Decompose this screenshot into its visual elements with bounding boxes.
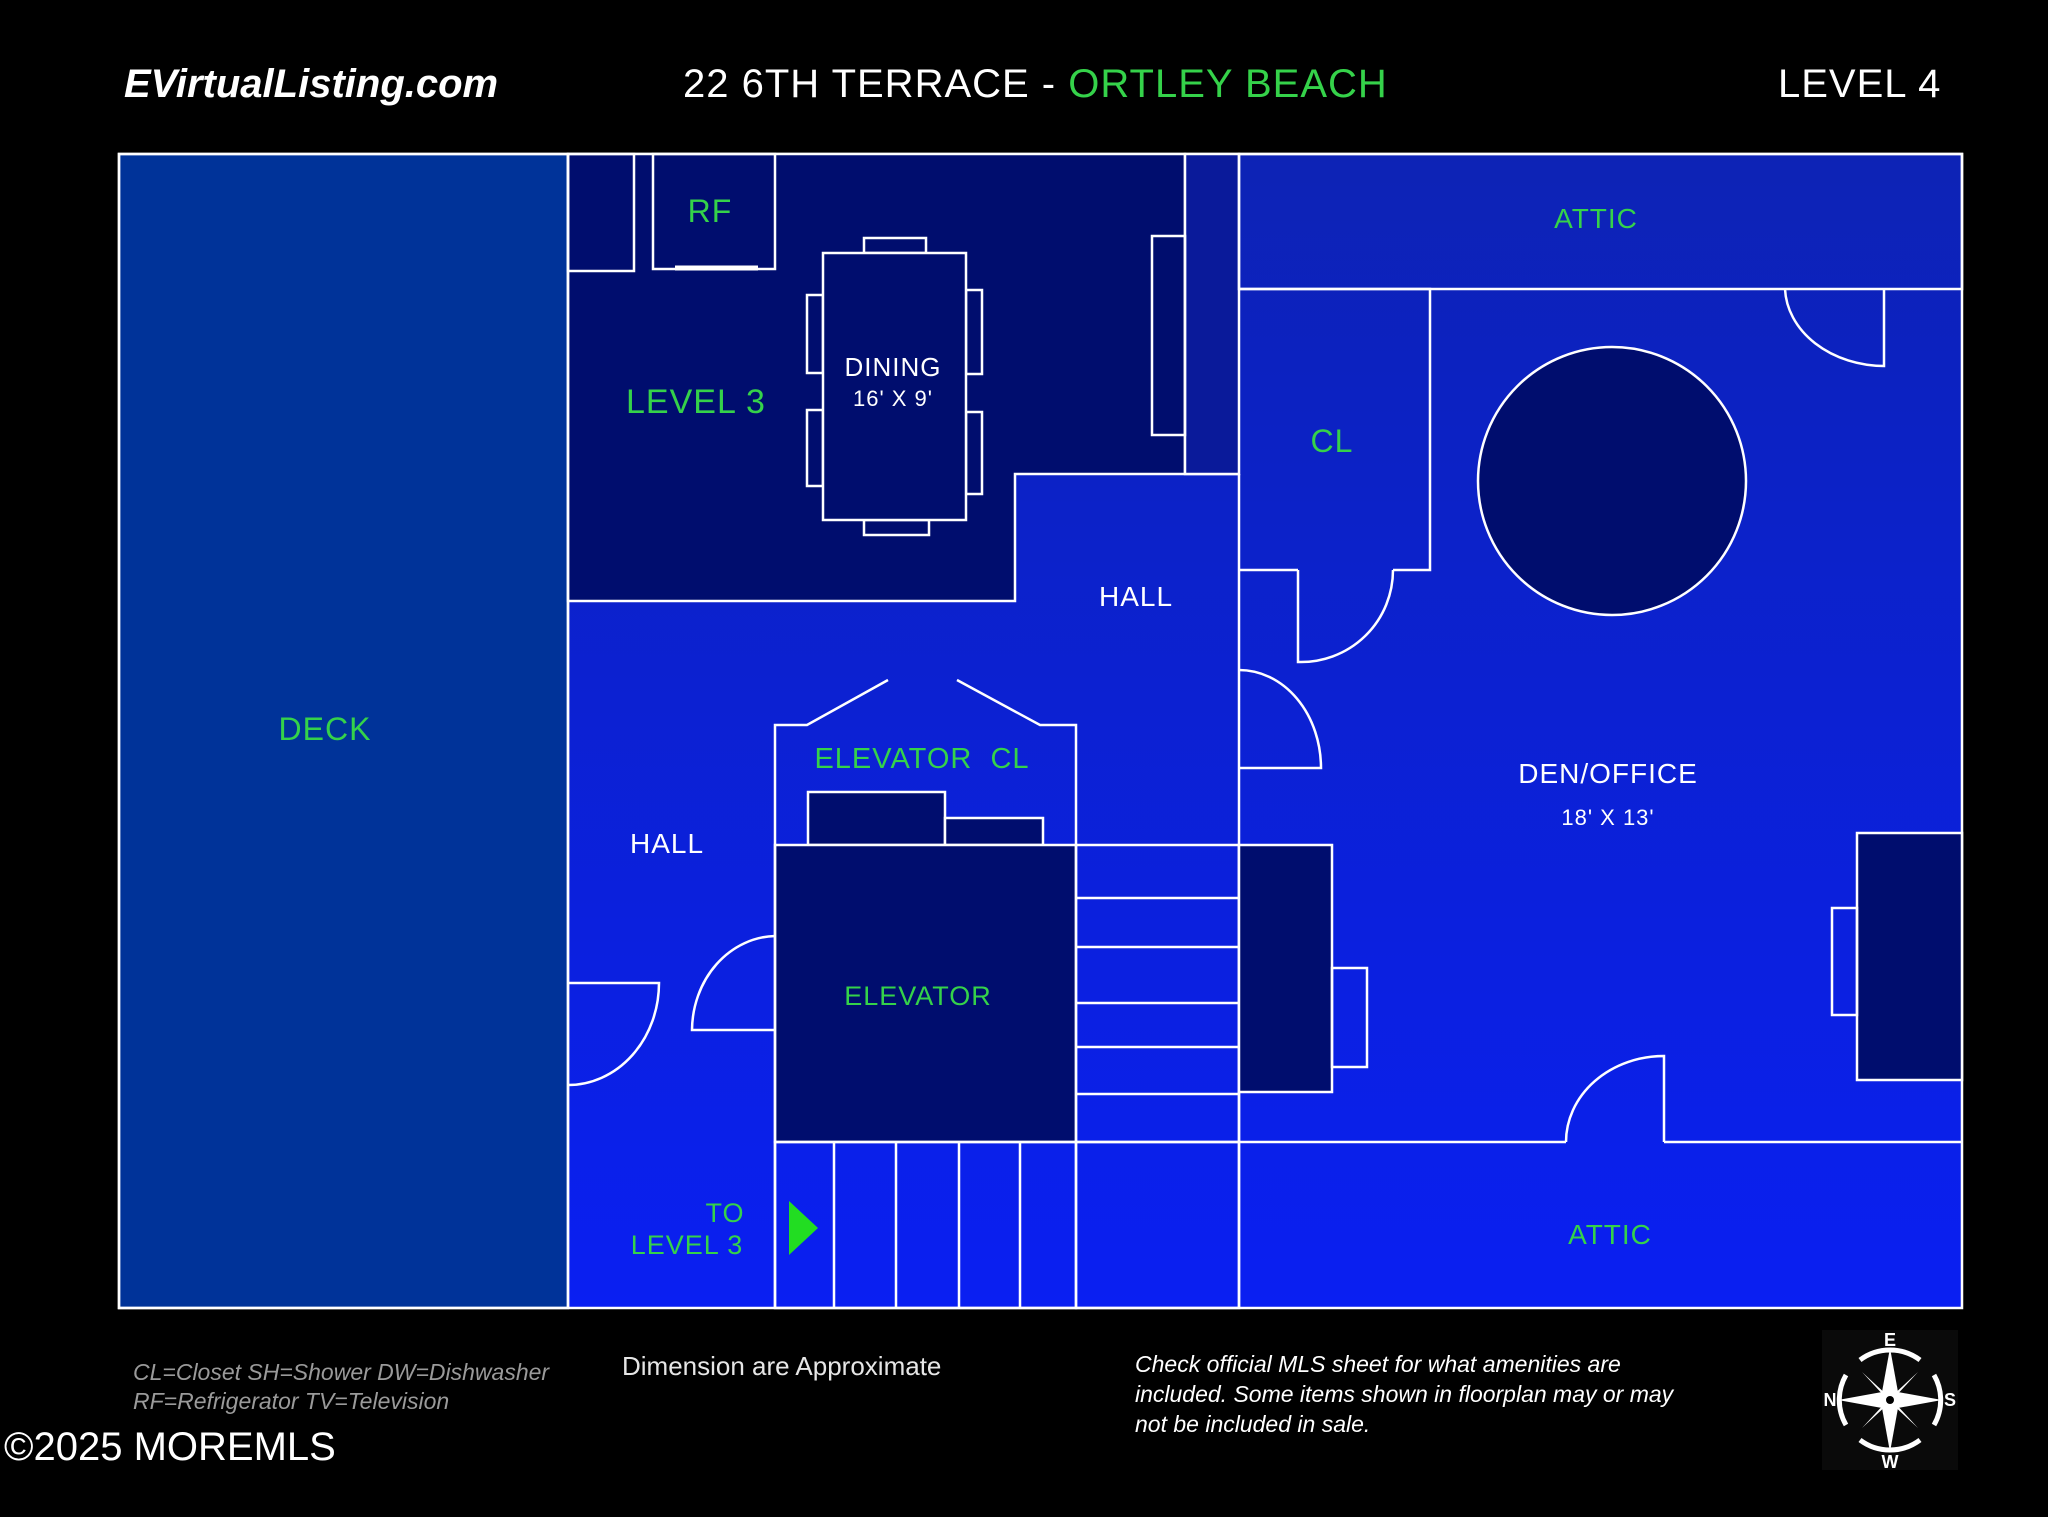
label-rf: RF	[688, 193, 733, 229]
label-hall-upper: HALL	[1099, 581, 1173, 612]
den-cabinet-lip	[1330, 966, 1369, 1069]
site-name: EVirtualListing.com	[124, 62, 499, 106]
landing-bottom	[1074, 1140, 1241, 1310]
address-location: ORTLEY BEACH	[1068, 62, 1388, 106]
tv-unit-lip	[1830, 906, 1859, 1017]
shelf-small	[943, 816, 1045, 847]
level-label: LEVEL 4	[1778, 62, 1942, 106]
address-street: 22 6TH TERRACE -	[683, 62, 1069, 106]
corridor-strip	[1183, 152, 1241, 476]
attic-bottom-door	[1564, 1054, 1666, 1143]
round-table	[1476, 345, 1748, 617]
legend-line-2: RF=Refrigerator TV=Television	[133, 1388, 450, 1414]
label-den-dim: 18' X 13'	[1561, 805, 1654, 830]
tv-unit	[1855, 831, 1964, 1082]
copyright: ©2025 MOREMLS	[4, 1425, 336, 1469]
elevator-closet-wall-right	[956, 678, 1078, 845]
elevator-closet-wall	[773, 678, 889, 845]
label-cl: CL	[1311, 423, 1354, 459]
compass-s: S	[1944, 1390, 1956, 1410]
wall-unit	[1150, 234, 1187, 437]
address-title: 22 6TH TERRACE - ORTLEY BEACH	[683, 62, 1388, 107]
label-dining-dim: 16' X 9'	[853, 386, 933, 411]
label-to-level3: LEVEL 3	[631, 1230, 744, 1260]
mls-disclaimer: Check official MLS sheet for what amenit…	[1135, 1351, 1674, 1437]
label-hall-left: HALL	[630, 828, 704, 859]
label-den: DEN/OFFICE	[1518, 758, 1698, 789]
den-cabinet	[1237, 843, 1334, 1094]
dining-table	[821, 251, 968, 522]
label-elevator: ELEVATOR	[844, 981, 992, 1011]
elevator-door	[690, 934, 776, 1032]
compass-e: E	[1884, 1330, 1896, 1350]
compass-icon: E W N S	[1822, 1330, 1958, 1470]
label-deck: DECK	[279, 711, 372, 747]
shelf-large	[806, 790, 947, 847]
label-level3: LEVEL 3	[626, 383, 766, 421]
deck-area	[117, 152, 570, 1310]
closet-wall	[1239, 287, 1432, 572]
label-to: TO	[705, 1198, 744, 1228]
closet-door	[1296, 569, 1395, 664]
label-dining: DINING	[845, 352, 942, 382]
compass-w: W	[1882, 1452, 1899, 1470]
den-door	[1238, 668, 1323, 770]
dimension-note: Dimension are Approximate	[622, 1351, 942, 1381]
attic-door	[1783, 288, 1886, 368]
label-attic-top: ATTIC	[1554, 203, 1638, 234]
elevator-shaft	[773, 843, 1078, 1144]
label-elevator-cl: ELEVATOR CL	[814, 743, 1029, 775]
compass-n: N	[1824, 1390, 1837, 1410]
legend-line-1: CL=Closet SH=Shower DW=Dishwasher	[133, 1359, 550, 1385]
arrow-icon	[789, 1201, 818, 1255]
hall-door	[567, 981, 661, 1087]
label-attic-bottom: ATTIC	[1568, 1219, 1652, 1250]
attic-top	[1237, 152, 1964, 291]
